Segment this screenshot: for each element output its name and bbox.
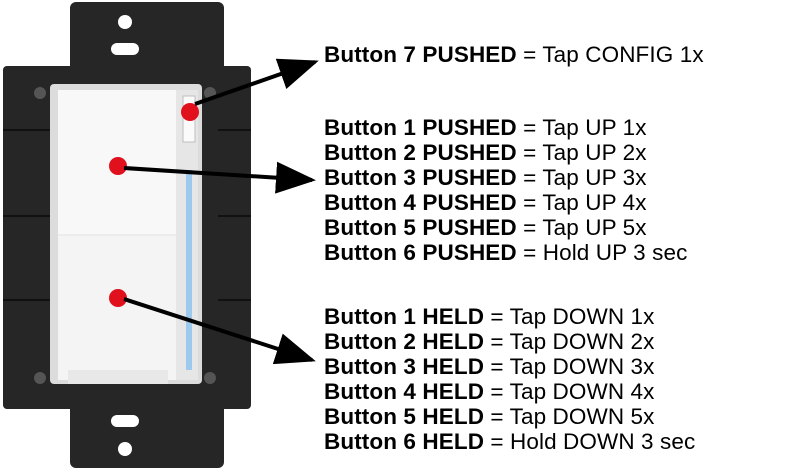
- up-marker-dot: [109, 157, 127, 175]
- action-text: Tap UP 2x: [542, 140, 647, 165]
- config-marker-dot: [181, 103, 199, 121]
- label-row: Button 1 PUSHED = Tap UP 1x: [324, 115, 647, 140]
- button-event: Button 4 HELD: [324, 379, 485, 404]
- down-marker-dot: [109, 289, 127, 307]
- button-event: Button 4 PUSHED: [324, 190, 517, 215]
- button-event: Button 3 HELD: [324, 354, 485, 379]
- action-text: Tap UP 4x: [542, 190, 647, 215]
- action-text: Hold UP 3 sec: [542, 240, 688, 265]
- action-text: Tap DOWN 4x: [509, 379, 655, 404]
- button-event: Button 7 PUSHED: [324, 42, 517, 67]
- label-row: Button 5 HELD = Tap DOWN 5x: [324, 404, 655, 429]
- label-row: Button 1 HELD = Tap DOWN 1x: [324, 304, 655, 329]
- button-event: Button 6 HELD: [324, 429, 485, 454]
- label-row: Button 2 PUSHED = Tap UP 2x: [324, 140, 647, 165]
- button-event: Button 3 PUSHED: [324, 165, 517, 190]
- label-row: Button 2 HELD = Tap DOWN 2x: [324, 329, 655, 354]
- label-row: Button 6 HELD = Hold DOWN 3 sec: [324, 429, 696, 454]
- held-label-group: Button 1 HELD = Tap DOWN 1x Button 2 HEL…: [324, 304, 695, 454]
- label-row: Button 3 HELD = Tap DOWN 3x: [324, 354, 655, 379]
- label-row: Button 4 HELD = Tap DOWN 4x: [324, 379, 655, 404]
- pushed-label-group: Button 1 PUSHED = Tap UP 1x Button 2 PUS…: [324, 115, 687, 265]
- mounting-slot-top: [111, 15, 139, 55]
- action-text: Tap DOWN 3x: [509, 354, 655, 379]
- button-event: Button 5 PUSHED: [324, 215, 517, 240]
- label-row: Button 4 PUSHED = Tap UP 4x: [324, 190, 647, 215]
- button-event: Button 5 HELD: [324, 404, 485, 429]
- action-text: Hold DOWN 3 sec: [510, 429, 696, 454]
- label-row: Button 5 PUSHED = Tap UP 5x: [324, 215, 647, 240]
- button-event: Button 2 HELD: [324, 329, 485, 354]
- label-row: Button 3 PUSHED = Tap UP 3x: [324, 165, 647, 190]
- button-event: Button 6 PUSHED: [324, 240, 517, 265]
- action-text: Tap UP 3x: [542, 165, 647, 190]
- action-text: Tap DOWN 1x: [509, 304, 655, 329]
- button-event: Button 2 PUSHED: [324, 140, 517, 165]
- label-row: Button 6 PUSHED = Hold UP 3 sec: [324, 240, 688, 265]
- action-text: Tap CONFIG 1x: [542, 42, 704, 67]
- action-text: Tap UP 5x: [542, 215, 647, 240]
- label-row: Button 7 PUSHED = Tap CONFIG 1x: [324, 42, 704, 67]
- button-event: Button 1 PUSHED: [324, 115, 517, 140]
- led-bar: [186, 170, 192, 370]
- dimmer-switch-illustration: [3, 2, 251, 468]
- config-label-group: Button 7 PUSHED = Tap CONFIG 1x: [324, 42, 704, 67]
- switch-paddle: [50, 84, 202, 384]
- action-text: Tap DOWN 2x: [509, 329, 655, 354]
- action-text: Tap DOWN 5x: [509, 404, 655, 429]
- action-text: Tap UP 1x: [542, 115, 647, 140]
- mounting-slot-bottom: [111, 415, 139, 456]
- button-event: Button 1 HELD: [324, 304, 485, 329]
